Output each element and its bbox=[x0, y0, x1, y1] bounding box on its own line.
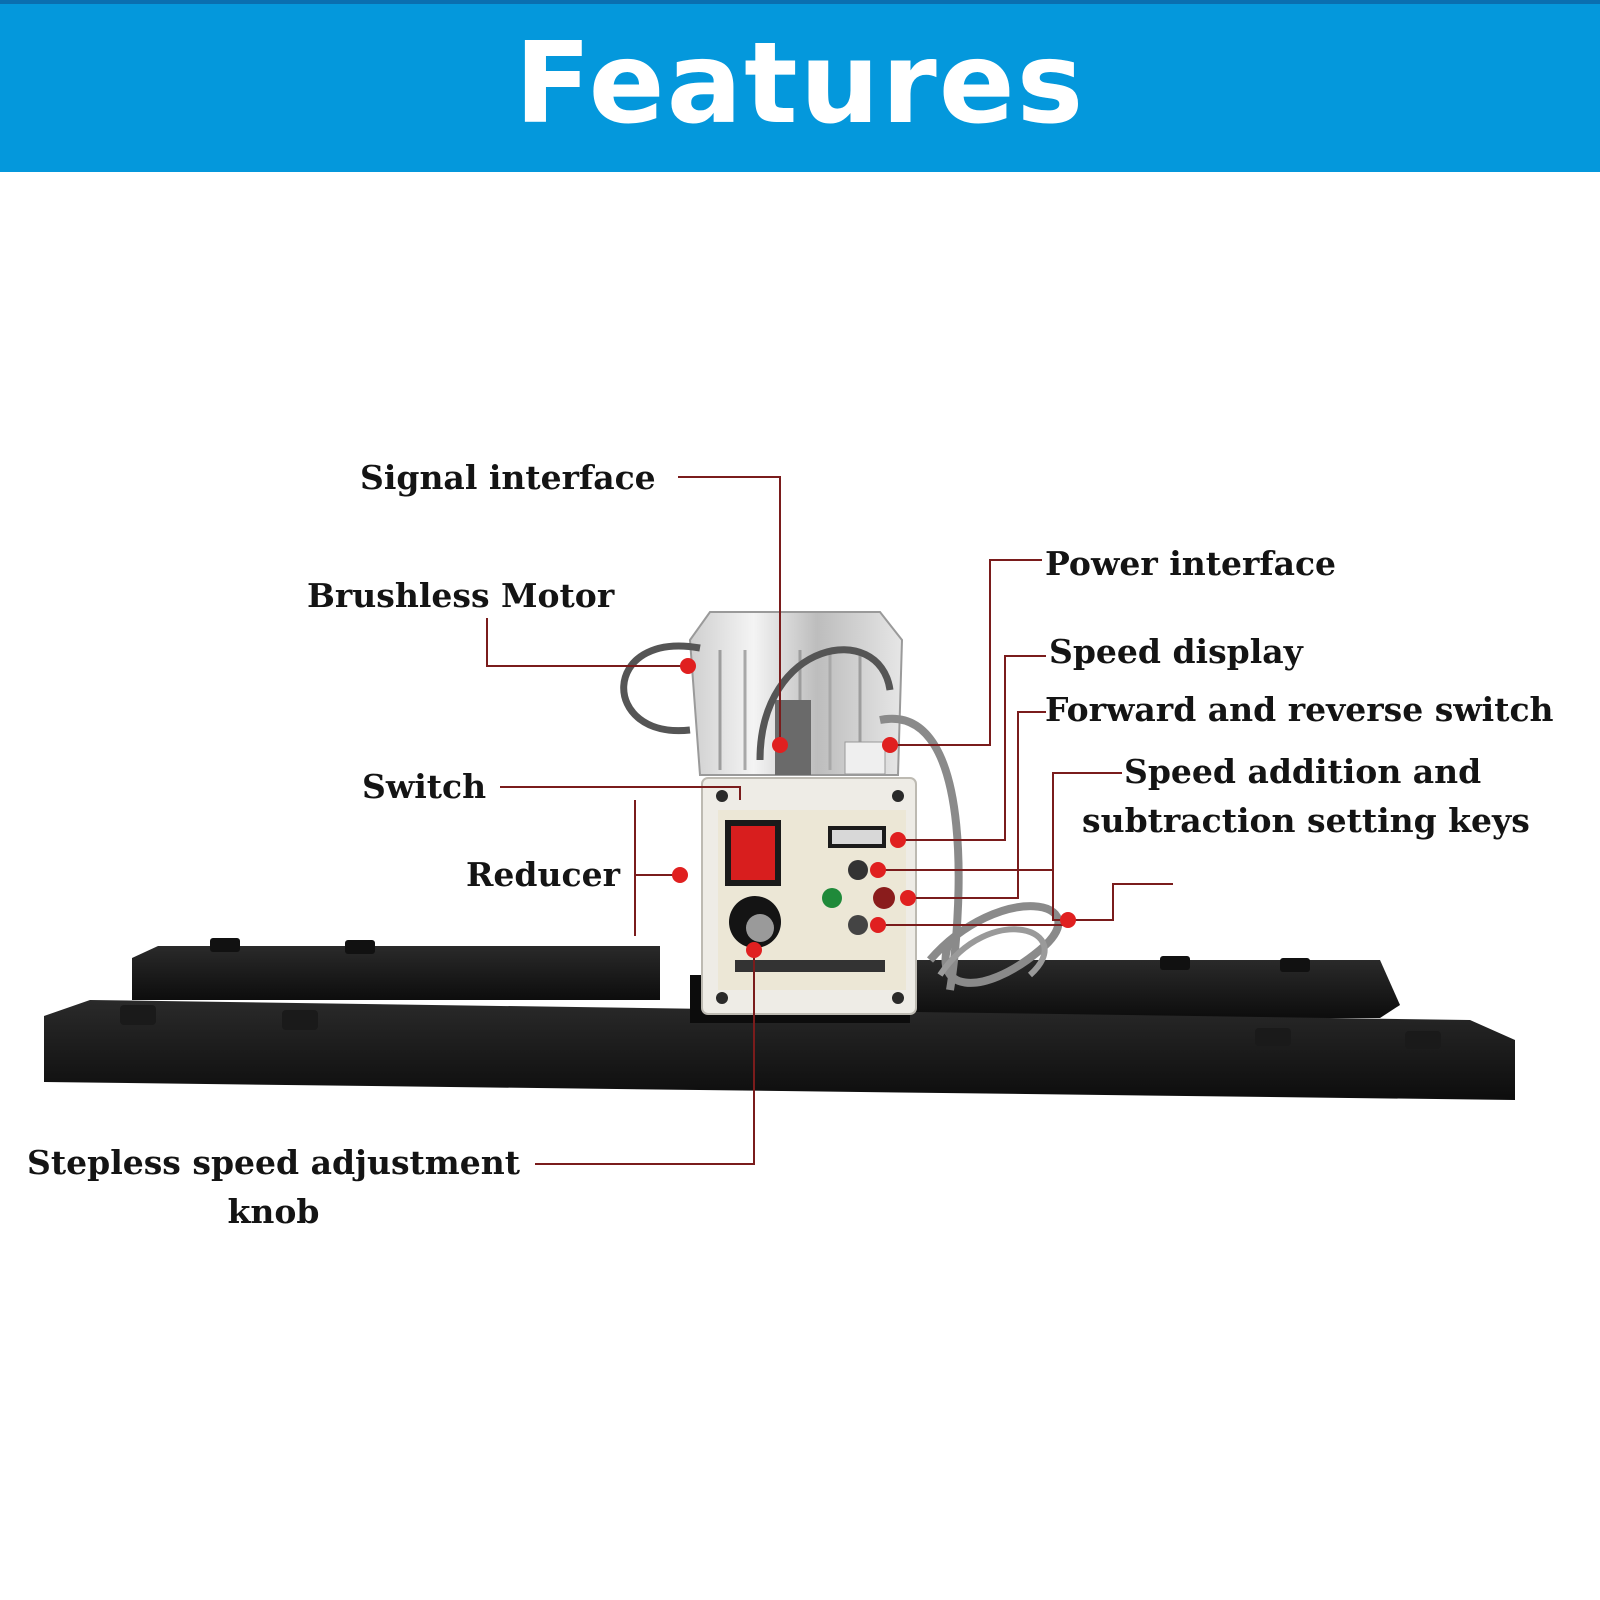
motor-cables bbox=[620, 642, 1063, 991]
control-box bbox=[701, 777, 917, 1015]
label-knob-line2: knob bbox=[227, 1192, 320, 1231]
motor-body bbox=[688, 611, 904, 776]
marker-signal-interface bbox=[772, 737, 788, 753]
leader-knob bbox=[535, 950, 755, 1165]
marker-forward-reverse bbox=[900, 890, 916, 906]
label-signal-interface: Signal interface bbox=[360, 458, 656, 497]
leader-lines bbox=[486, 476, 1173, 1165]
marker-knob bbox=[746, 942, 762, 958]
page-title: Features bbox=[514, 19, 1086, 149]
label-switch: Switch bbox=[362, 767, 487, 806]
label-forward-reverse-switch: Forward and reverse switch bbox=[1045, 690, 1554, 729]
leader-brushless-motor bbox=[486, 618, 688, 667]
marker-power-interface bbox=[882, 737, 898, 753]
label-knob-line1: Stepless speed adjustment bbox=[27, 1143, 520, 1182]
header-banner: Features bbox=[0, 0, 1600, 172]
leader-cable bbox=[1068, 883, 1173, 921]
marker-dots bbox=[672, 658, 1076, 958]
marker-speed-display bbox=[890, 832, 906, 848]
marker-brushless-motor bbox=[680, 658, 696, 674]
leader-signal-interface bbox=[678, 476, 781, 745]
leader-forward-reverse bbox=[908, 711, 1046, 899]
label-brushless-motor: Brushless Motor bbox=[307, 576, 615, 615]
marker-speed-key-2 bbox=[870, 917, 886, 933]
leader-power-interface bbox=[890, 559, 1042, 746]
marker-speed-key-1 bbox=[870, 862, 886, 878]
marker-reducer bbox=[672, 867, 688, 883]
leader-speed-keys-a bbox=[1052, 772, 1122, 921]
leader-speed-display bbox=[898, 655, 1046, 841]
label-reducer: Reducer bbox=[466, 855, 620, 894]
label-speed-keys-line1: Speed addition and bbox=[1124, 752, 1482, 791]
marker-cable bbox=[1060, 912, 1076, 928]
back-rail bbox=[132, 938, 1400, 1018]
label-speed-keys-line2: subtraction setting keys bbox=[1082, 801, 1530, 840]
leader-switch bbox=[500, 786, 741, 800]
label-speed-display: Speed display bbox=[1049, 632, 1303, 671]
label-power-interface: Power interface bbox=[1045, 544, 1337, 583]
